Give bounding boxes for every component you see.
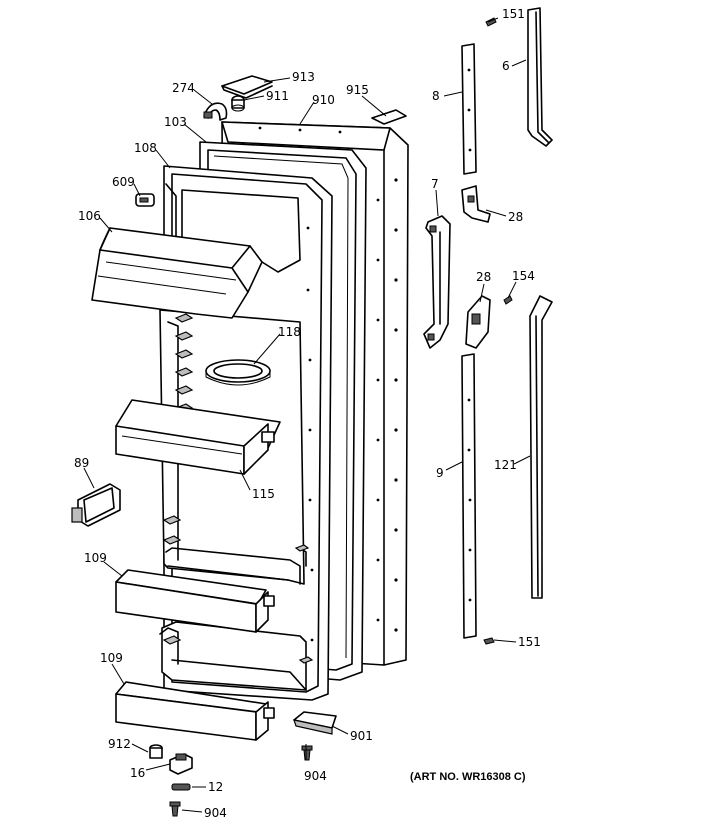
callout-106: 106	[78, 209, 101, 223]
callout-154: 154	[512, 269, 535, 283]
callout-911: 911	[266, 89, 289, 103]
switch-609	[135, 193, 155, 207]
callout-7: 7	[431, 177, 439, 191]
art-number: (ART NO. WR16308 C)	[410, 771, 526, 783]
strip-9	[461, 353, 477, 639]
leader-lines	[83, 17, 531, 813]
callout-12: 12	[208, 780, 223, 794]
callout-109-lower: 109	[100, 651, 123, 665]
callout-912: 912	[108, 737, 131, 751]
washer-12	[171, 783, 191, 791]
screw-904-middle	[301, 745, 313, 761]
shelf-115	[115, 399, 281, 475]
frame-118	[205, 359, 271, 386]
callout-8: 8	[432, 89, 440, 103]
bracket-28-top	[461, 185, 491, 223]
door-bin-upper	[115, 569, 275, 633]
cap-915	[371, 109, 407, 125]
callout-28-mid: 28	[476, 270, 491, 284]
callout-labels: 151 6 913 274 911 910 915 8 103 108 609 …	[74, 7, 541, 820]
handle-7	[423, 215, 451, 349]
callout-609: 609	[112, 175, 135, 189]
callout-109-upper: 109	[84, 551, 107, 565]
door-bin-lower	[115, 681, 275, 741]
callout-28-top: 28	[508, 210, 523, 224]
cap-912	[149, 744, 163, 759]
callout-913: 913	[292, 70, 315, 84]
callout-904-bottom: 904	[204, 806, 227, 820]
bracket-28-mid	[465, 295, 491, 349]
screw-904-bottom	[169, 801, 181, 817]
callout-9: 9	[436, 466, 444, 480]
hinge-16	[169, 753, 193, 775]
screw-151-bottom	[483, 637, 495, 645]
callout-901: 901	[350, 729, 373, 743]
bushing-911	[231, 95, 245, 112]
callout-151-top: 151	[502, 7, 525, 21]
callout-16: 16	[130, 766, 145, 780]
callout-103: 103	[164, 115, 187, 129]
hinge-bushing-274	[203, 102, 228, 121]
strip-8	[461, 43, 477, 175]
trim-121	[529, 295, 553, 599]
callout-904-middle: 904	[304, 769, 327, 783]
dispenser-cover	[91, 227, 263, 319]
callout-121: 121	[494, 458, 517, 472]
trim-6	[527, 7, 553, 147]
callout-118: 118	[278, 325, 301, 339]
callout-151-bottom: 151	[518, 635, 541, 649]
callout-108: 108	[134, 141, 157, 155]
callout-915: 915	[346, 83, 369, 97]
top-hinge-cover	[221, 75, 273, 99]
callout-115: 115	[252, 487, 275, 501]
bottom-hinge-cover-901	[293, 711, 337, 735]
part-89	[71, 483, 121, 527]
callout-274: 274	[172, 81, 195, 95]
callout-6: 6	[502, 59, 510, 73]
callout-910: 910	[312, 93, 335, 107]
callout-89: 89	[74, 456, 89, 470]
